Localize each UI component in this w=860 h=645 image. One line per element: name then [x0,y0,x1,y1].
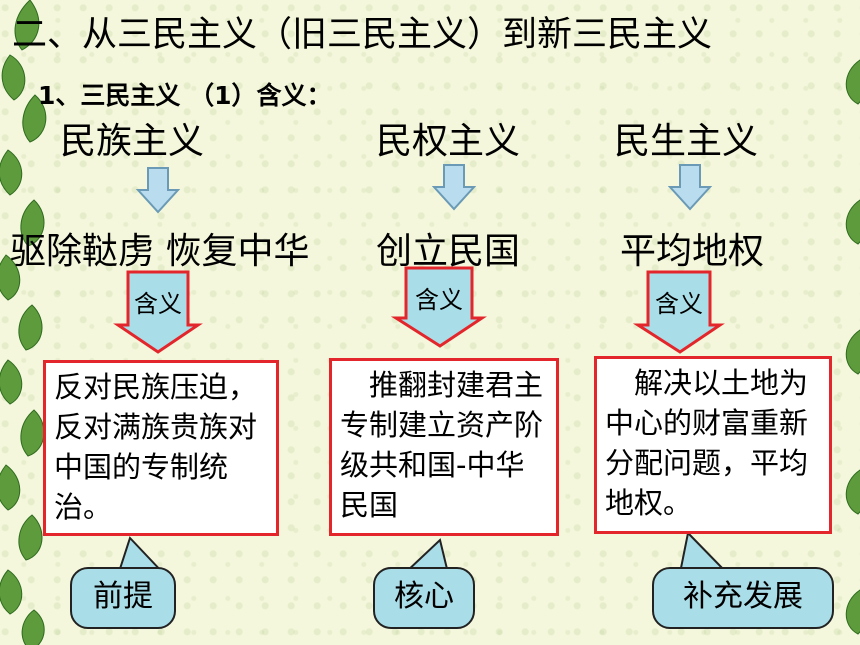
leaf-border-right-icon [845,59,860,635]
role-callout-supplement: 补充发展 [652,567,834,629]
meaning-callout-arrow-icon [390,266,487,348]
concept-minsheng: 民生主义 [614,121,759,162]
meaning-tag: 含义 [655,290,703,318]
meaning-callout-arrow-icon [113,270,203,354]
section-subtitle: 1、三民主义 （1）含义： [38,81,332,110]
description-box-minzu: 反对民族压迫，反对满族贵族对中国的专制统治。 [43,360,279,536]
slogan-minsheng: 平均地权 [620,231,765,272]
meaning-tag: 含义 [415,286,463,314]
description-box-minsheng: 解决以土地为中心的财富重新分配问题，平均地权。 [594,356,832,534]
down-arrow-icon [667,164,713,211]
role-callout-premise: 前提 [70,567,176,629]
down-arrow-icon [431,164,477,211]
leaf-border-left-icon [0,0,47,645]
slogan-minzu: 驱除鞑虏 恢复中华 [10,231,310,272]
concept-minzu: 民族主义 [60,121,205,162]
meaning-tag: 含义 [134,290,182,318]
role-callout-core: 核心 [373,567,475,629]
slogan-minquan: 创立民国 [376,231,521,272]
concept-minquan: 民权主义 [376,121,521,162]
description-box-minquan: 推翻封建君主专制建立资产阶级共和国-中华民国 [329,358,559,536]
meaning-callout-arrow-icon [632,270,725,354]
down-arrow-icon [135,167,181,214]
page-title: 二、从三民主义（旧三民主义）到新三民主义 [12,15,713,55]
